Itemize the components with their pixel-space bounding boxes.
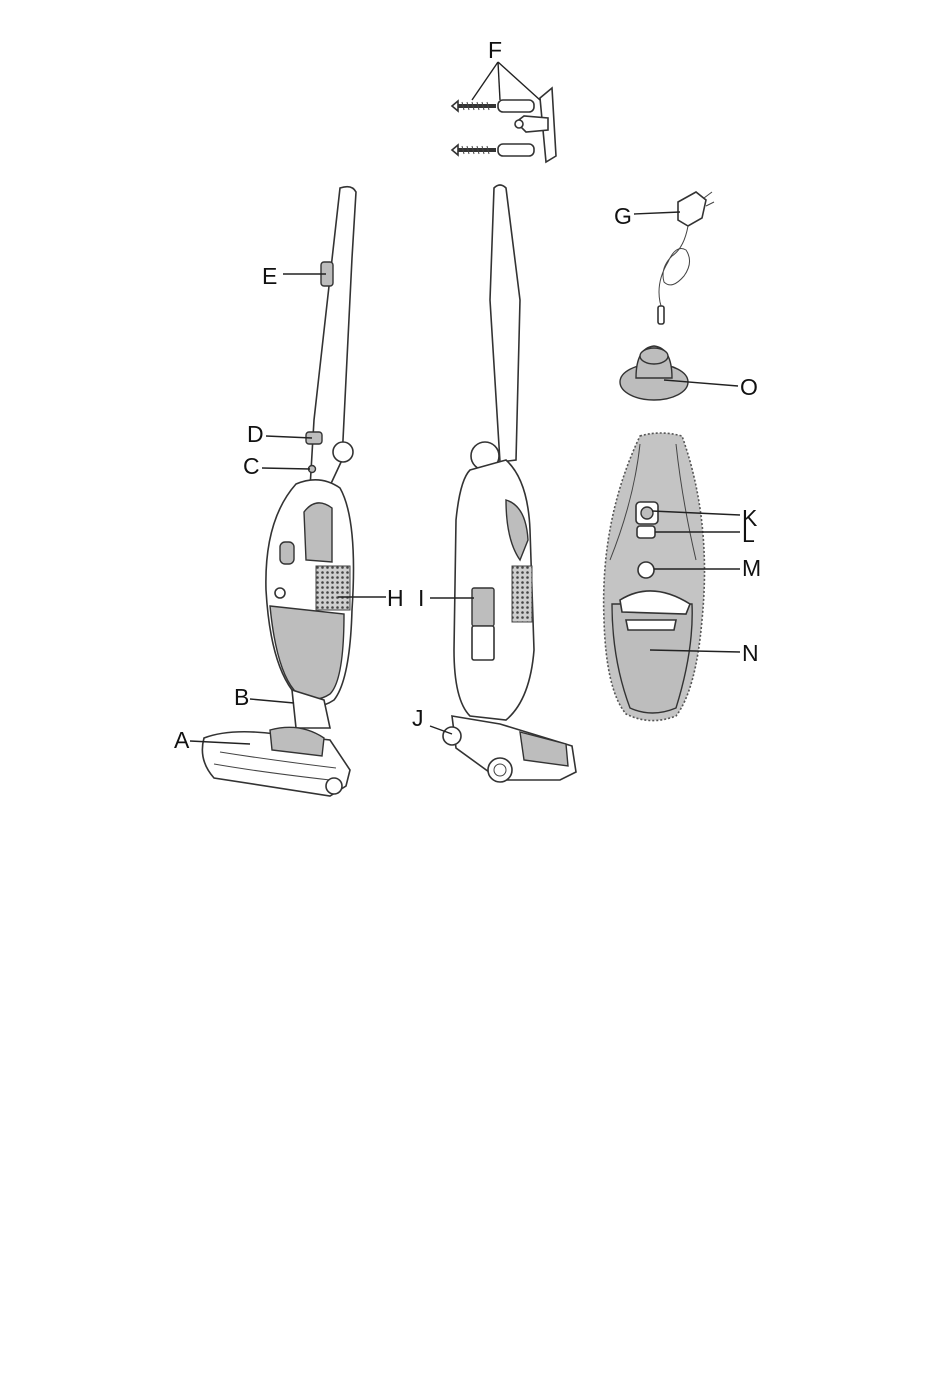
label-L: L bbox=[742, 521, 755, 547]
charger bbox=[658, 192, 714, 324]
label-A: A bbox=[174, 727, 190, 753]
vacuum-side-view bbox=[443, 185, 576, 782]
charging-port-L bbox=[637, 526, 655, 538]
dust-container-front bbox=[270, 606, 344, 699]
front-latch bbox=[275, 588, 285, 598]
label-I: I bbox=[418, 585, 424, 611]
motor-grille-front bbox=[316, 566, 350, 610]
accessory-nozzle bbox=[620, 346, 688, 400]
wall-plug-bottom bbox=[498, 144, 534, 156]
label-G: G bbox=[614, 203, 632, 229]
label-B: B bbox=[234, 684, 249, 710]
leader-F bbox=[472, 62, 540, 100]
label-O: O bbox=[740, 374, 758, 400]
label-H: H bbox=[387, 585, 404, 611]
nozzle-release-pedal bbox=[443, 727, 461, 745]
vacuum-front-view bbox=[202, 187, 356, 796]
label-E: E bbox=[262, 263, 277, 289]
motor-grille-side bbox=[512, 566, 532, 622]
label-N: N bbox=[742, 640, 759, 666]
indicator-M bbox=[638, 562, 654, 578]
detachable-battery bbox=[472, 588, 494, 660]
label-M: M bbox=[742, 555, 761, 581]
label-F: F bbox=[488, 37, 502, 63]
front-release-knob bbox=[280, 542, 294, 564]
label-J: J bbox=[412, 705, 424, 731]
wall-plug-top bbox=[498, 100, 534, 112]
wheel bbox=[488, 758, 512, 782]
screw-bottom bbox=[452, 145, 496, 155]
label-C: C bbox=[243, 453, 260, 479]
handle-side bbox=[490, 185, 520, 462]
release-button-K bbox=[636, 502, 658, 524]
handle-window bbox=[304, 503, 332, 562]
screw-top bbox=[452, 101, 496, 111]
handheld-unit-detail bbox=[604, 433, 705, 721]
charger-adapter bbox=[678, 192, 706, 226]
wall-bracket-kit: F bbox=[452, 37, 556, 162]
swivel-joint-front bbox=[333, 442, 353, 462]
label-D: D bbox=[247, 421, 264, 447]
